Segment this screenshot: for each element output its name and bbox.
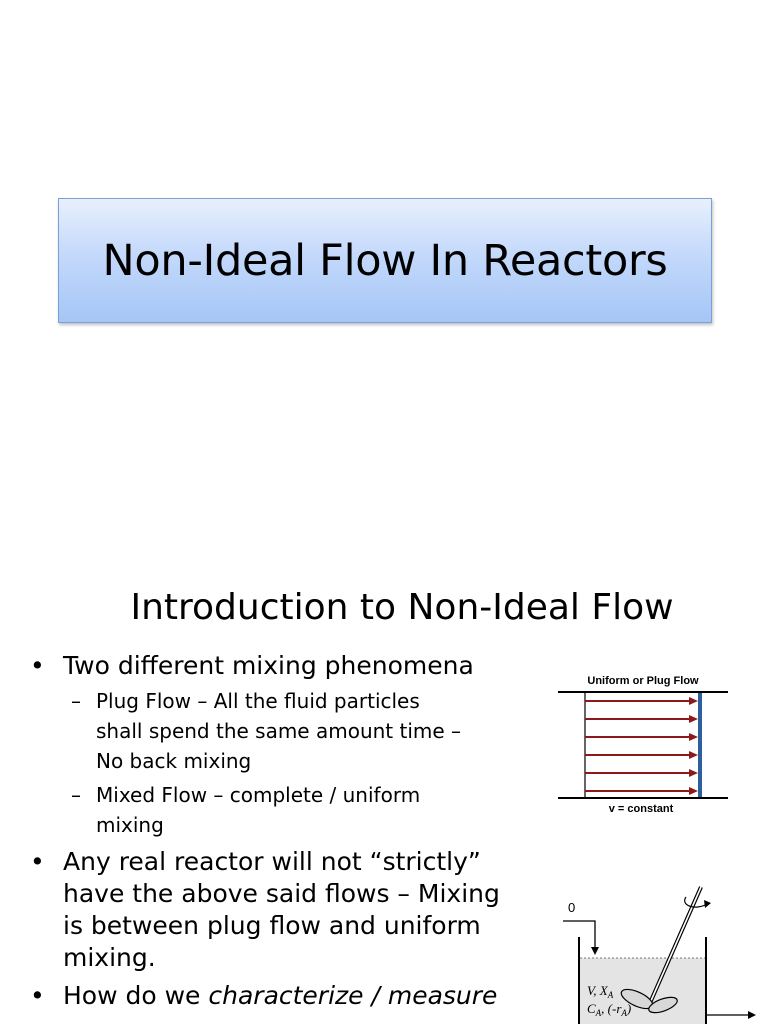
flow-arrow-head (689, 787, 698, 795)
sub-bullet-dash: – (71, 689, 81, 713)
plug-flow-caption: v = constant (609, 803, 674, 815)
flow-arrow-head (689, 769, 698, 777)
sub-bullet-line: shall spend the same amount time – (96, 719, 462, 743)
concentration-rate-label: CA, (-rA) (587, 1001, 631, 1018)
slide-title: Non-Ideal Flow In Reactors (102, 235, 668, 286)
bullet-list: • Two different mixing phenomena – Plug … (30, 650, 530, 1012)
outlet-arrow-head (748, 1011, 756, 1019)
intro-slide: Introduction to Non-Ideal Flow • Two dif… (0, 540, 768, 1024)
sub-bullet-line: mixing (96, 813, 164, 837)
flow-arrow-head (689, 715, 698, 723)
inlet-label: 0 (568, 900, 575, 915)
sub-bullet-line: Mixed Flow – complete / uniform (96, 783, 421, 807)
sub-bullet-dash: – (71, 783, 81, 807)
inlet-arrow-head (591, 947, 599, 955)
bullet-emphasis: characterize / measure (208, 981, 498, 1010)
plug-front (698, 693, 702, 797)
sub-bullet-line: No back mixing (96, 749, 252, 773)
bullet-item: • How do we characterize / measure (30, 980, 530, 1012)
sub-bullet-item: – Mixed Flow – complete / uniform mixing (30, 780, 530, 840)
title-box: Non-Ideal Flow In Reactors (58, 198, 712, 323)
bullet-line: mixing. (63, 943, 156, 972)
bullet-item: • Any real reactor will not “strictly” h… (30, 846, 530, 974)
volume-conversion-label: V, XA (587, 983, 614, 1000)
intro-title: Introduction to Non-Ideal Flow (130, 587, 674, 628)
plug-flow-title: Uniform or Plug Flow (587, 675, 699, 687)
flow-arrow-head (689, 751, 698, 759)
bullet-item: • Two different mixing phenomena (30, 650, 530, 682)
bullet-text: Two different mixing phenomena (63, 651, 474, 680)
flow-arrow-head (689, 733, 698, 741)
bullet-line: Any real reactor will not “strictly” (63, 847, 481, 876)
tank-liquid (580, 958, 705, 1024)
bullet-line: is between plug flow and uniform (63, 911, 481, 940)
cstr-diagram: 0 V, XA CA, (-rA) (563, 886, 756, 1024)
rotation-arrow-icon (684, 896, 708, 908)
sub-bullet-item: – Plug Flow – All the fluid particles sh… (30, 686, 530, 776)
bullet-line: have the above said flows – Mixing (63, 879, 500, 908)
inlet-arrow (563, 920, 596, 950)
bullet-dot: • (30, 651, 45, 680)
rotation-arrow-head (704, 900, 711, 908)
impeller-blade (648, 996, 678, 1014)
flow-arrows (585, 697, 698, 795)
sub-bullet-line: Plug Flow – All the fluid particles (96, 689, 420, 713)
plug-flow-diagram: Uniform or Plug Flow v = constant (558, 675, 728, 815)
bullet-dot: • (30, 981, 45, 1010)
title-slide: Non-Ideal Flow In Reactors (58, 198, 712, 323)
bullet-dot: • (30, 847, 45, 876)
bullet-text: How do we (63, 981, 209, 1010)
flow-arrow-head (689, 697, 698, 705)
